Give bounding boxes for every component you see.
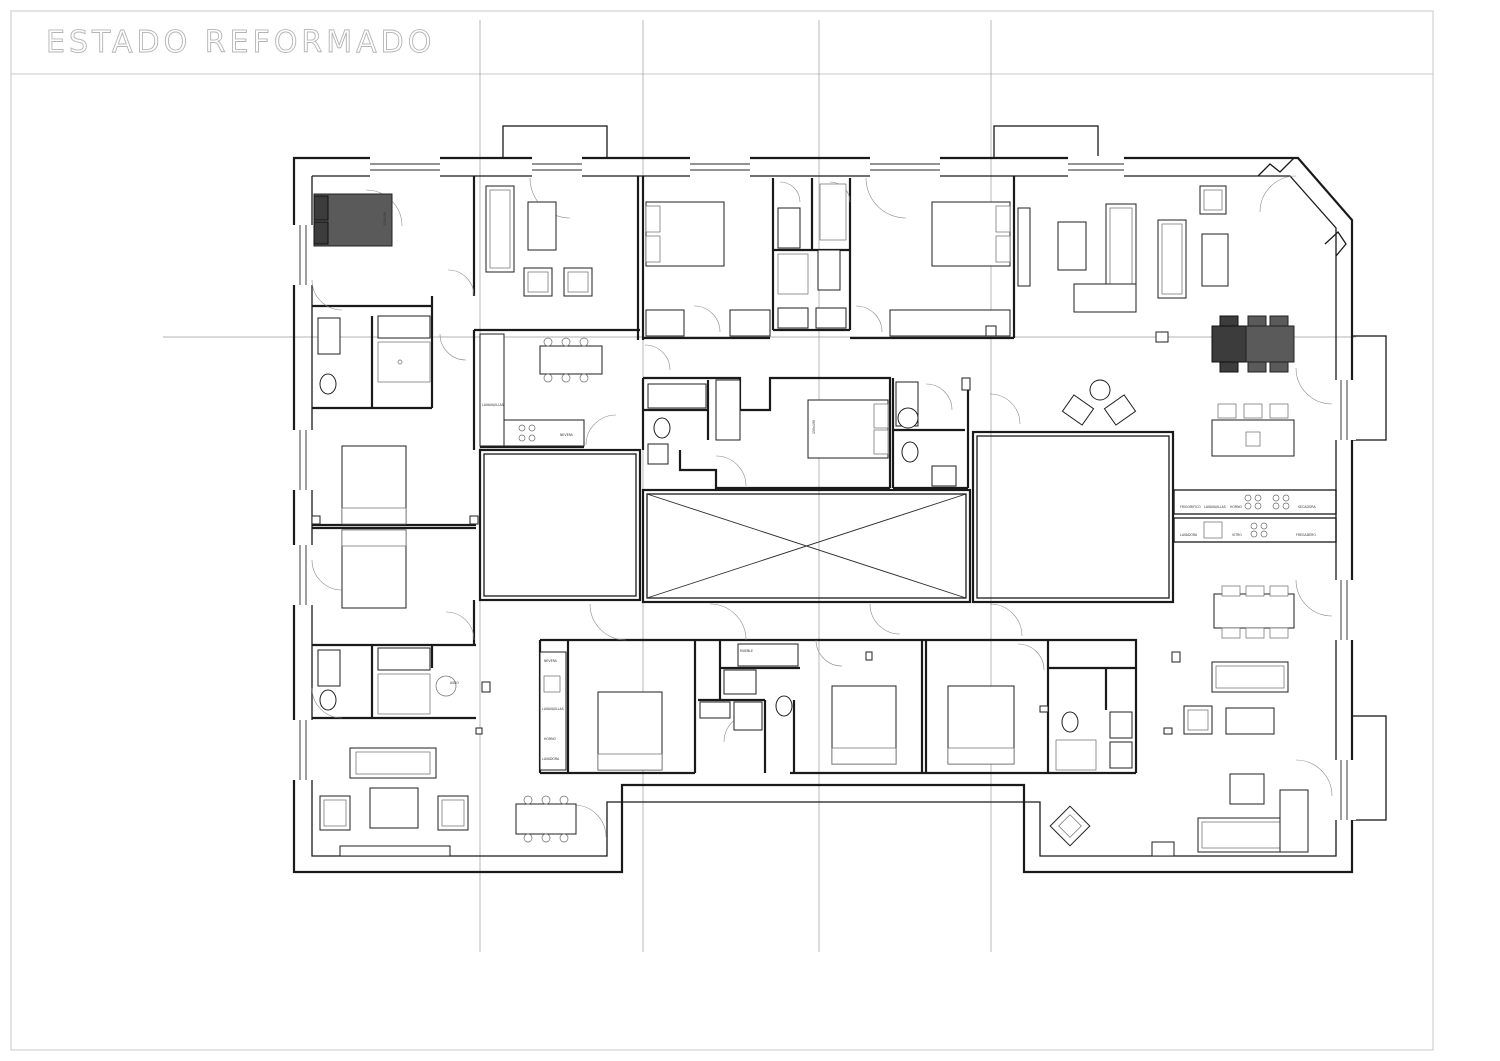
label-vitro: VITRO (1232, 533, 1242, 537)
label-lavavajillas-2: LAVAVAJILLAS (1204, 505, 1226, 509)
label-nevera-1: NEVERA (560, 433, 574, 437)
dining-table-dark (1211, 315, 1295, 373)
label-cama-middle: 150x190 (812, 420, 816, 434)
label-aseo: ASEO (450, 681, 459, 685)
label-lavavajillas-3: LAVAVAJILLAS (542, 707, 564, 711)
label-fregadero: FREGADERO (1296, 533, 1316, 537)
label-frigorifico: FRIGORIFICO (1180, 505, 1201, 509)
label-secadora: SECADORA (1298, 505, 1316, 509)
furniture: LAVAVAJILLAS NEVERA (311, 183, 1316, 857)
label-nevera-2: NEVERA (544, 659, 558, 663)
label-mueble: MUEBLE (740, 649, 753, 653)
label-horno: HORNO (1230, 505, 1243, 509)
sheet-frame (10, 10, 1434, 1051)
structural-axes (163, 20, 1356, 952)
interior-walls (312, 176, 1337, 775)
door-swings (311, 175, 1333, 838)
label-lavadora: LAVADORA (1180, 533, 1198, 537)
sheet-title: ESTADO REFORMADO (46, 25, 435, 60)
label-cama-top-left: 135x190 (383, 212, 387, 226)
label-lavadora-2: LAVADORA (542, 757, 560, 761)
label-lavavajillas-1: LAVAVAJILLAS (482, 403, 504, 407)
bed-dark (313, 193, 393, 247)
exterior-walls (292, 125, 1387, 874)
label-horno-2: HORNO (544, 737, 557, 741)
